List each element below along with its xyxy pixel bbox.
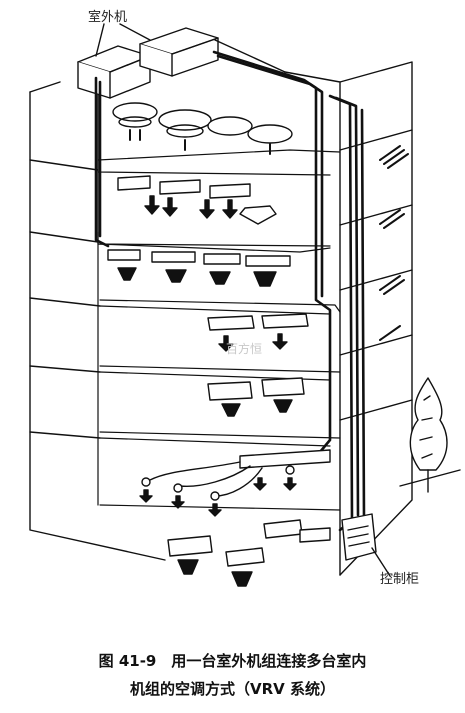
outdoor-unit-label: 室外机 (88, 10, 128, 25)
building-shell (29, 39, 413, 576)
figure-caption-line-1: 图 41-9 用一台室外机组连接多台室内 (98, 652, 367, 670)
cassette-units-floor-1 (112, 102, 293, 155)
units-ground-floor (167, 519, 331, 587)
floor-units-floor-5 (207, 377, 305, 417)
cassette-units-floor-4 (207, 313, 309, 352)
floor-planes (97, 94, 341, 511)
figure-caption-line-2: 机组的空调方式（VRV 系统） (130, 680, 335, 698)
control-cabinet-label: 控制柜 (380, 572, 420, 587)
tree (399, 377, 461, 493)
diffusers-floor-6 (139, 449, 331, 517)
vrv-building-diagram (29, 23, 461, 587)
building-windows (379, 145, 409, 341)
outdoor-units (77, 23, 219, 99)
ducted-units-floor-3 (107, 249, 291, 287)
watermark: 百方恒 (226, 342, 263, 356)
ceiling-units-floor-2 (117, 175, 277, 225)
control-cabinet (341, 513, 391, 577)
